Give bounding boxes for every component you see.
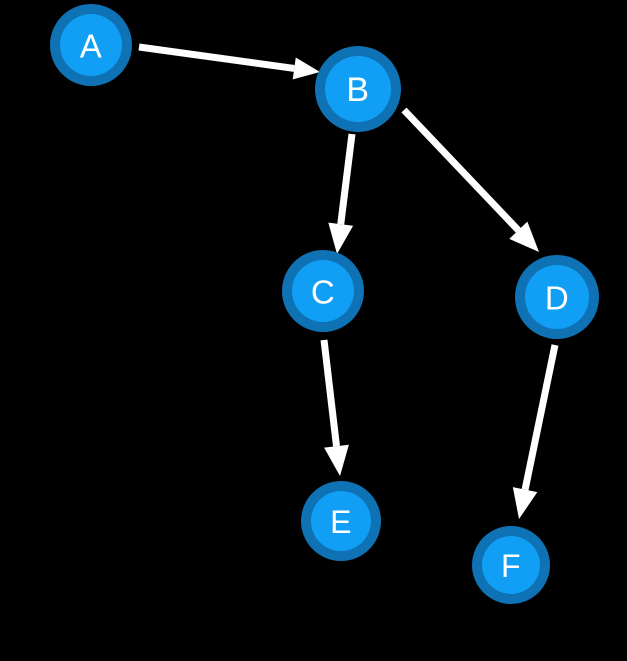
node-b[interactable]: B: [315, 46, 401, 132]
arrowhead-icon: [328, 222, 354, 254]
edges-layer: [138, 43, 559, 519]
node-label: E: [330, 504, 352, 540]
node-core: [482, 536, 540, 594]
node-core: [525, 265, 589, 329]
edge-c-e: [320, 339, 349, 476]
nodes-layer: A B C D E F: [50, 4, 599, 604]
node-c[interactable]: C: [282, 250, 364, 332]
node-label: D: [545, 280, 569, 317]
node-e[interactable]: E: [301, 481, 381, 561]
edge-d-f: [512, 344, 559, 519]
node-a[interactable]: A: [50, 4, 132, 86]
edge-b-c: [328, 133, 356, 254]
node-core: [60, 14, 122, 76]
node-label: C: [311, 274, 335, 311]
arrowhead-icon: [512, 487, 538, 519]
edge-b-d: [401, 107, 539, 252]
edge-a-b: [138, 43, 320, 80]
arrowhead-icon: [292, 57, 320, 80]
edge-line: [337, 133, 356, 225]
node-label: F: [501, 548, 521, 584]
node-core: [325, 56, 391, 122]
node-f[interactable]: F: [472, 526, 550, 604]
edge-line: [138, 43, 295, 72]
edge-line: [320, 339, 340, 447]
node-label: B: [346, 71, 369, 109]
edge-line: [521, 344, 559, 491]
node-d[interactable]: D: [515, 255, 599, 339]
arrowhead-icon: [324, 444, 349, 476]
node-core: [292, 260, 354, 322]
arrowhead-icon: [509, 221, 539, 252]
edge-line: [401, 107, 521, 233]
node-core: [311, 491, 371, 551]
node-label: A: [80, 28, 103, 65]
